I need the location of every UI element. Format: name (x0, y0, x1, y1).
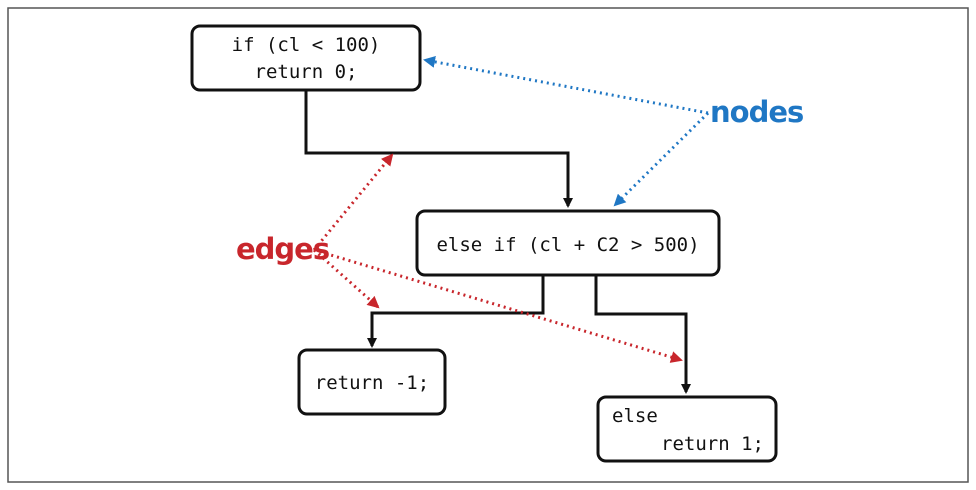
node-box (596, 395, 778, 463)
node-box (190, 24, 422, 92)
edges-label: edges (236, 232, 329, 266)
edges-pointer-right (313, 248, 683, 363)
node-line: return 1; (661, 433, 764, 455)
annotation-pointers (312, 55, 710, 363)
node-line: else if (cl + C2 > 500) (436, 234, 699, 256)
node-line: if (cl < 100) (232, 34, 381, 56)
node-box (415, 209, 721, 277)
edge-n2-to-n4 (594, 276, 691, 394)
node-line: return -1; (315, 372, 429, 394)
edge-n2-to-n3 (367, 276, 545, 348)
node-else-if: else if (cl + C2 > 500) (415, 209, 721, 277)
node-if-cl-lt-100: if (cl < 100) return 0; (190, 24, 422, 92)
edges-pointer-top (312, 153, 394, 251)
nodes-pointer-middle (613, 111, 710, 207)
node-line: else (612, 405, 658, 427)
diagram-frame (7, 7, 969, 483)
node-line: return 0; (255, 61, 358, 83)
edges-pointer-left (313, 248, 380, 309)
nodes-layer: if (cl < 100) return 0; else if (cl + C2… (190, 24, 778, 463)
nodes-label: nodes (710, 95, 803, 129)
node-return-minus-1: return -1; (297, 348, 447, 416)
node-else-return-1: else return 1; (596, 395, 778, 463)
node-box (297, 348, 447, 416)
edges-layer (304, 90, 691, 394)
nodes-pointer-top (423, 55, 709, 115)
edge-n1-to-n2 (304, 90, 573, 208)
